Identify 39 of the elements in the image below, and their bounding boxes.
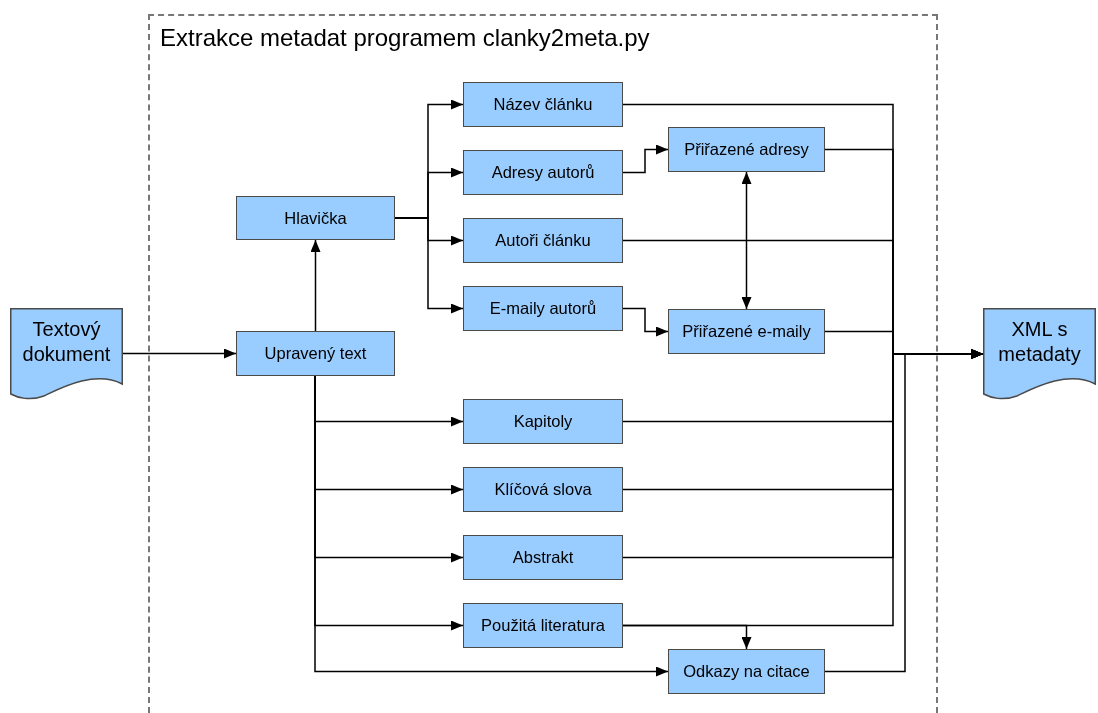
process-box bbox=[463, 218, 623, 263]
process-box bbox=[463, 467, 623, 512]
node-label: Abstrakt bbox=[512, 548, 574, 567]
process-box bbox=[236, 196, 395, 240]
arrow bbox=[622, 144, 669, 174]
process-box bbox=[668, 127, 825, 172]
process-box bbox=[463, 82, 623, 127]
process-box bbox=[463, 150, 623, 195]
document-shape bbox=[983, 308, 1096, 400]
document-shape bbox=[10, 308, 123, 400]
node-label: Klíčová slova bbox=[494, 480, 592, 499]
node-label: Přiřazené adresy bbox=[684, 140, 809, 159]
node-label: Upravený text bbox=[264, 344, 367, 363]
arrow bbox=[122, 348, 237, 359]
node-label: Odkazy na citace bbox=[683, 662, 810, 681]
process-box bbox=[668, 649, 825, 694]
arrow bbox=[310, 239, 321, 332]
node-label: Přiřazené e-maily bbox=[682, 322, 811, 341]
process-box bbox=[236, 331, 395, 376]
node-label: Autoři článku bbox=[495, 231, 591, 250]
node-label: Název článku bbox=[493, 95, 593, 114]
node-label: Adresy autorů bbox=[491, 163, 595, 182]
arrow bbox=[394, 217, 464, 314]
dashed-group-frame bbox=[148, 14, 938, 713]
group-title: Extrakce metadat programem clanky2meta.py bbox=[160, 24, 650, 52]
process-box bbox=[668, 309, 825, 354]
node-label: XML s metadaty bbox=[997, 317, 1082, 367]
node-label: Hlavička bbox=[284, 208, 347, 228]
arrow bbox=[622, 307, 669, 337]
process-box bbox=[463, 286, 623, 331]
node-label: Textový dokument bbox=[21, 317, 112, 367]
node-label: E-maily autorů bbox=[489, 299, 597, 318]
arrow bbox=[741, 171, 752, 310]
node-label: Použitá literatura bbox=[481, 616, 605, 635]
node-label: Kapitoly bbox=[513, 412, 573, 431]
process-box bbox=[463, 535, 623, 580]
process-box bbox=[463, 399, 623, 444]
process-box bbox=[463, 603, 623, 648]
arrow bbox=[824, 349, 984, 673]
